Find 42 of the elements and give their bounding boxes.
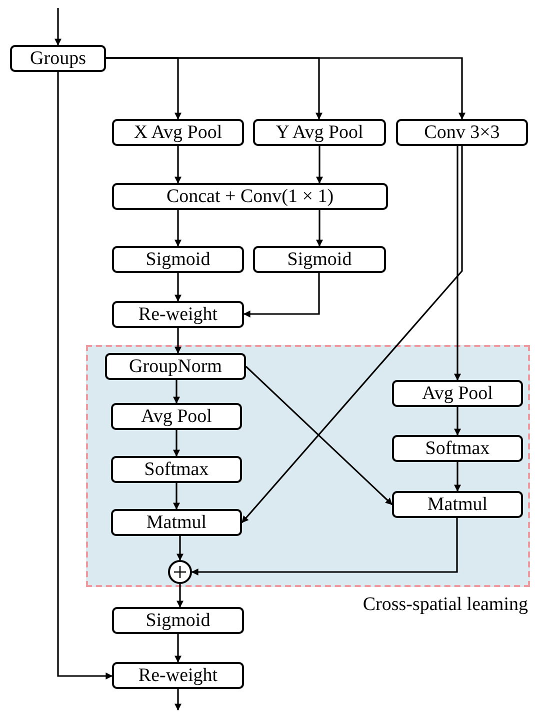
process-step: Matmul <box>111 509 242 536</box>
arrow <box>454 462 461 492</box>
process-step: Concat + Conv(1 × 1) <box>112 183 388 210</box>
arrow <box>106 57 466 120</box>
process-step: Re-weight <box>112 662 244 689</box>
arrow <box>316 210 323 247</box>
arrow <box>174 328 182 354</box>
arrow <box>241 146 463 524</box>
group-title: Cross-spatial leaming <box>362 595 528 614</box>
arrow <box>245 366 393 506</box>
arrow <box>191 518 458 576</box>
process-step: Softmax <box>392 435 523 462</box>
process-step: X Avg Pool <box>112 119 244 146</box>
process-step: Re-weight <box>112 301 244 328</box>
arrow <box>174 273 182 302</box>
sum-circle <box>168 560 192 584</box>
process-step: Sigmoid <box>253 246 386 273</box>
arrow <box>174 210 182 247</box>
arrow <box>174 634 182 663</box>
process-step: Groups <box>10 45 106 72</box>
arrow <box>57 72 113 680</box>
arrow <box>173 380 180 404</box>
process-step: Avg Pool <box>392 380 523 407</box>
arrow <box>54 8 62 46</box>
process-step: Y Avg Pool <box>253 119 386 146</box>
process-step: Conv 3×3 <box>396 119 528 146</box>
process-step: Softmax <box>111 456 242 483</box>
arrow <box>176 584 184 608</box>
arrow <box>454 146 461 381</box>
arrow <box>173 483 180 510</box>
arrow <box>174 689 182 711</box>
arrow <box>243 273 320 318</box>
arrow <box>454 407 461 436</box>
arrow <box>173 430 180 457</box>
arrow <box>176 536 184 561</box>
process-step: Sigmoid <box>112 246 244 273</box>
arrow <box>174 146 182 184</box>
arrow <box>316 146 323 184</box>
process-step: Matmul <box>392 491 523 518</box>
process-step: Sigmoid <box>112 607 244 634</box>
process-step: Avg Pool <box>111 403 242 430</box>
process-step: GroupNorm <box>105 353 246 380</box>
